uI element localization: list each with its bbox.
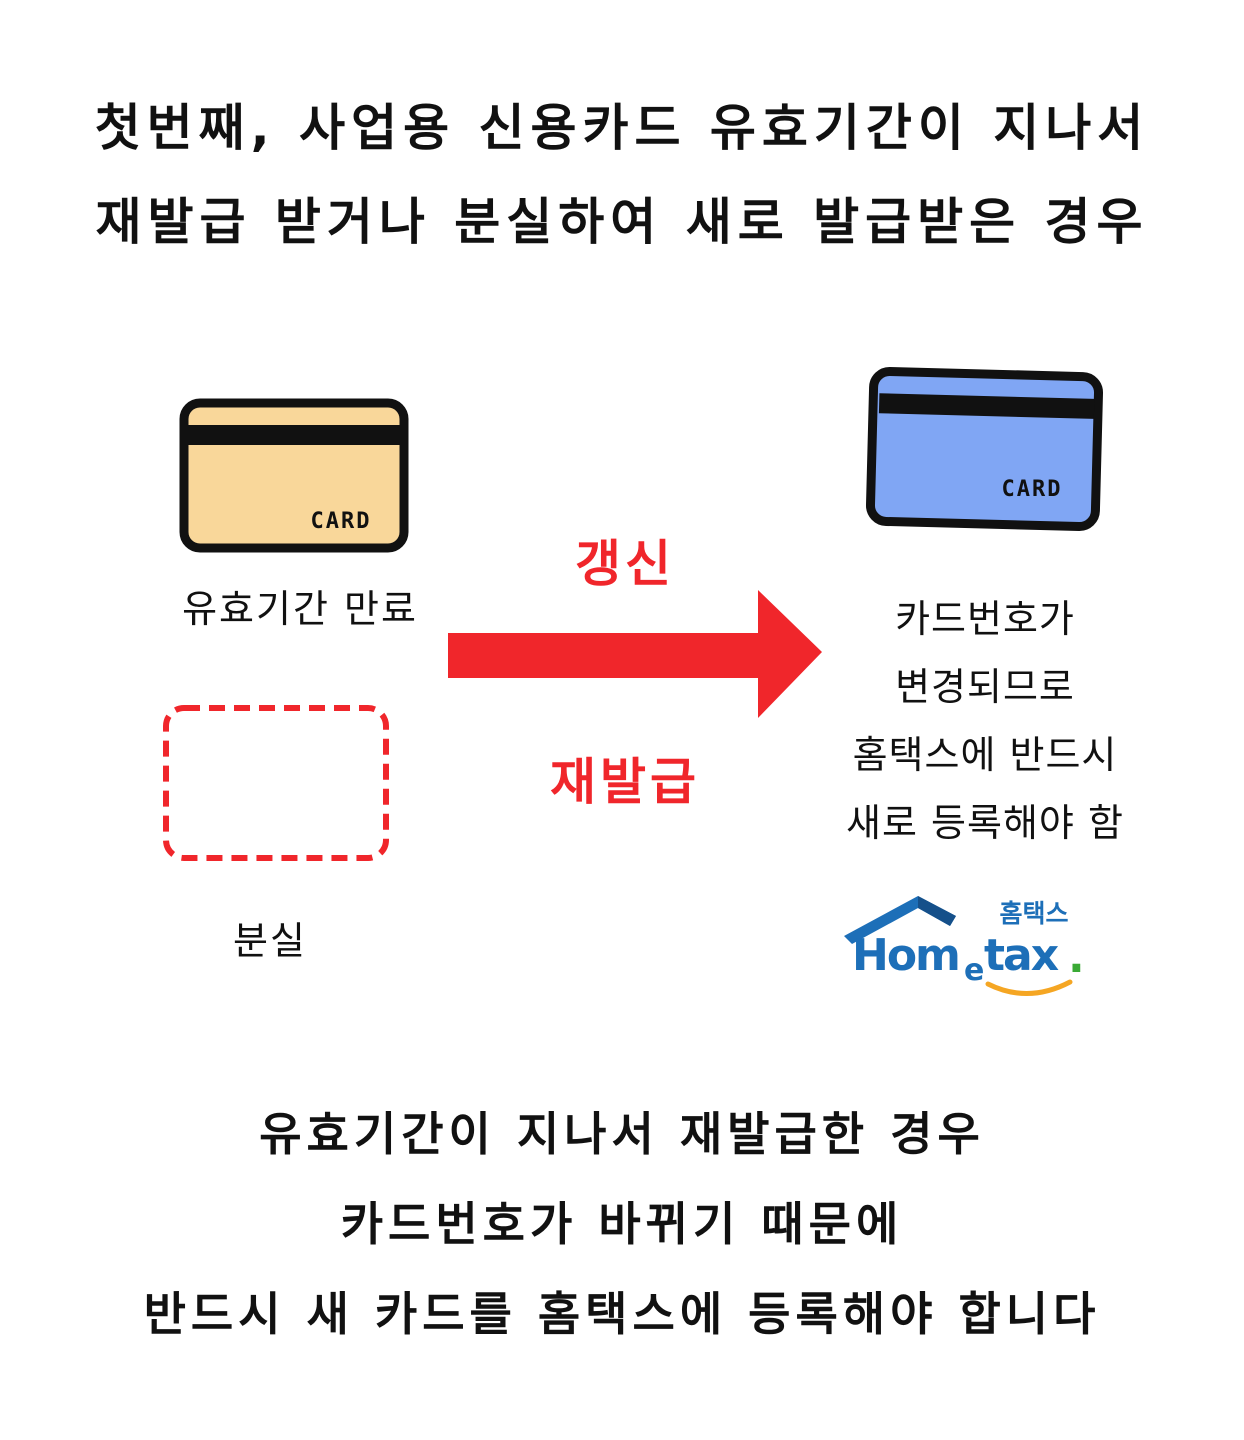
new-card-icon: CARD	[865, 367, 1104, 532]
explanation-line-3: 홈택스에 반드시	[852, 733, 1118, 777]
reissue-label: 재발급	[550, 753, 700, 811]
expired-card-icon: CARD	[179, 398, 409, 553]
logo-text-e: e	[964, 953, 984, 988]
lost-label: 분실	[233, 919, 307, 963]
logo-text-tax: tax	[984, 930, 1059, 981]
expired-card-stripe	[188, 425, 400, 445]
new-card-text: CARD	[1002, 477, 1063, 502]
logo-text-hom: Hom	[852, 930, 959, 981]
arrow-right-icon	[448, 590, 822, 718]
renewal-label: 갱신	[575, 535, 675, 593]
logo-smile-swoosh	[985, 979, 1073, 996]
expired-label: 유효기간 만료	[182, 587, 418, 631]
lost-card-icon	[163, 705, 389, 861]
new-card-stripe	[878, 393, 1095, 419]
logo-text-dot: .	[1068, 932, 1085, 983]
hometax-logo: 홈택스 Hom e tax .	[844, 896, 1085, 996]
lost-card-outline	[163, 705, 389, 861]
explanation-line-4: 새로 등록해야 함	[846, 801, 1124, 845]
bottom-line-1: 유효기간이 지나서 재발급한 경우	[259, 1107, 985, 1161]
arrow-shape	[448, 590, 822, 718]
explanation-line-2: 변경되므로	[895, 665, 1075, 709]
title-line-2: 재발급 받거나 분실하여 새로 발급받은 경우	[95, 193, 1149, 251]
logo-korean-text: 홈택스	[999, 899, 1068, 928]
explanation-line-1: 카드번호가	[895, 597, 1075, 641]
house-roof-shade	[918, 896, 956, 926]
expired-card-text: CARD	[311, 509, 372, 534]
bottom-line-3: 반드시 새 카드를 홈택스에 등록해야 합니다	[143, 1287, 1101, 1341]
bottom-line-2: 카드번호가 바뀌기 때문에	[340, 1197, 904, 1251]
new-card-explanation: 카드번호가 변경되므로 홈택스에 반드시 새로 등록해야 함	[820, 585, 1150, 857]
title-line-1: 첫번째, 사업용 신용카드 유효기간이 지나서	[94, 99, 1150, 157]
